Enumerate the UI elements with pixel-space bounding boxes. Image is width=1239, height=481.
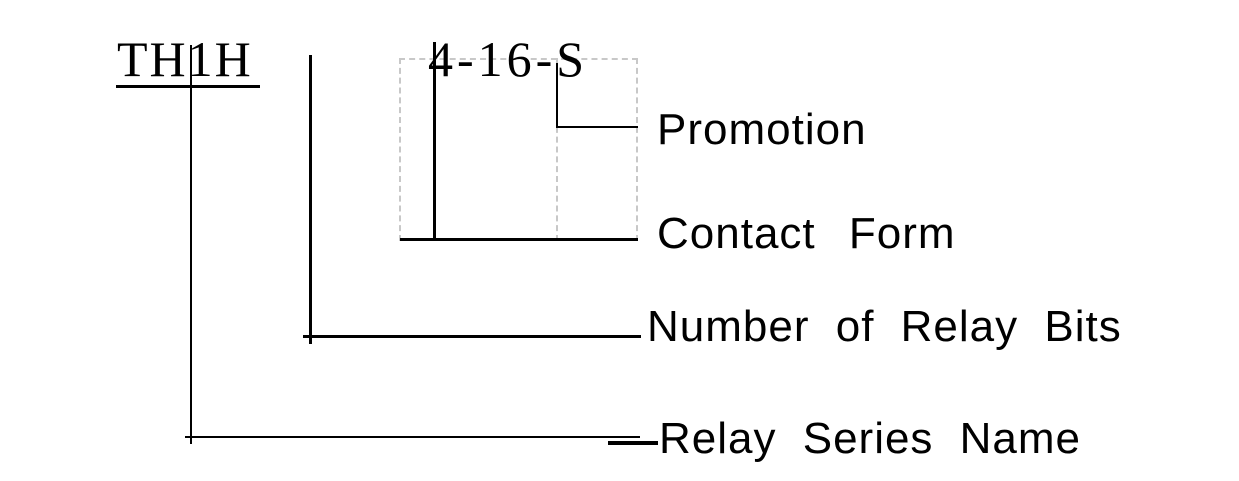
leader-vline-contact-form <box>433 42 436 241</box>
series-code-text: TH1H <box>117 31 253 87</box>
leader-hline-series-name <box>185 436 640 438</box>
leader-vline-relay-bits <box>309 55 312 344</box>
leader-hline-promotion <box>557 126 638 128</box>
leader-hline-relay-bits <box>303 335 641 338</box>
label-relay-series-name: Relay Series Name <box>659 414 1082 463</box>
variant-dashed-divider <box>556 58 558 241</box>
series-name-dash <box>608 441 658 445</box>
leader-vline-promotion <box>556 63 558 128</box>
leader-vline-series-name <box>190 45 192 444</box>
label-contact-form: Contact Form <box>657 209 956 258</box>
series-code-underline <box>116 85 260 88</box>
variant-code-text: 4-16-S <box>428 31 589 87</box>
label-number-of-relay-bits: Number of Relay Bits <box>647 302 1122 351</box>
leader-hline-contact-form <box>400 238 638 241</box>
label-promotion: Promotion <box>657 105 867 154</box>
